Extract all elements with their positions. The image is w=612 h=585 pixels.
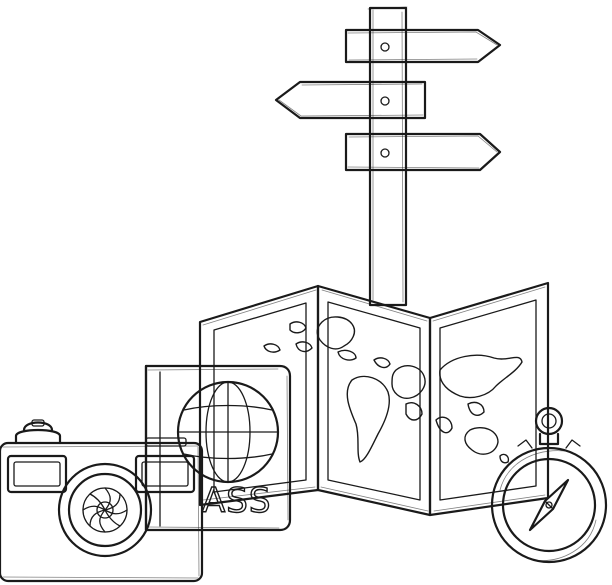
compass-icon [490, 406, 608, 564]
passport-icon: ASS [144, 364, 292, 532]
signpost-icon [274, 6, 502, 307]
globe-icon [176, 380, 280, 484]
passport-cover-text: ASS [202, 481, 271, 521]
camera-lens-icon [57, 462, 153, 558]
world-map-icon [198, 281, 550, 517]
camera-icon [0, 419, 204, 583]
